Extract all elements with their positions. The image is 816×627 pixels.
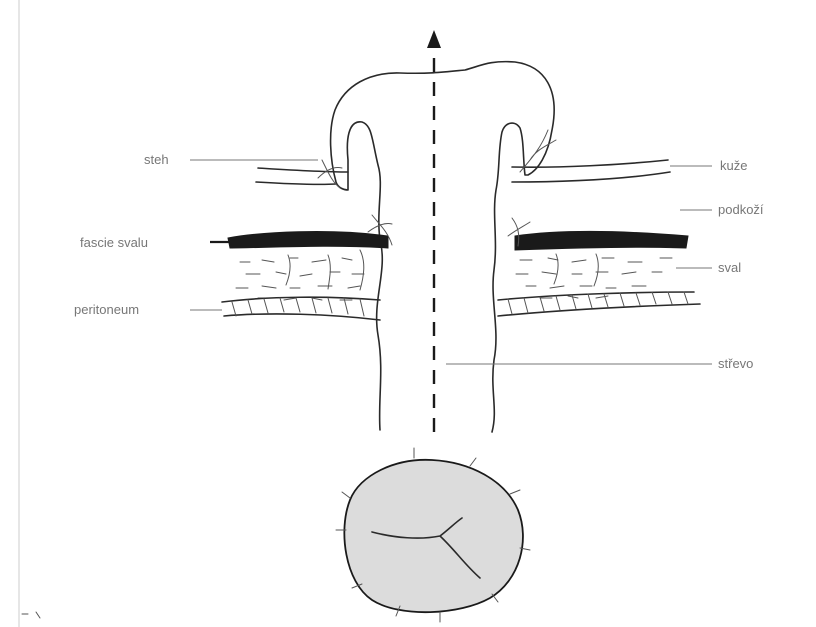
label-fascie-svalu: fascie svalu <box>80 235 148 250</box>
label-peritoneum: peritoneum <box>74 302 139 317</box>
corner-marks <box>22 612 40 618</box>
fascia-right <box>515 231 688 250</box>
skin-left <box>258 168 348 172</box>
muscle-right <box>516 254 672 298</box>
skin-right-lower <box>512 172 670 182</box>
label-streva: střevo <box>718 356 753 371</box>
skin-left-lower <box>256 182 336 184</box>
label-podkozi: podkoží <box>718 202 764 217</box>
peritoneum-left <box>222 297 380 320</box>
fascia-left <box>228 232 388 248</box>
stoma-top-view <box>344 460 523 612</box>
label-steh: steh <box>144 152 169 167</box>
muscle-left <box>236 250 364 300</box>
label-kuze: kuže <box>720 158 747 173</box>
peritoneum-right <box>498 292 700 316</box>
label-sval: sval <box>718 260 741 275</box>
skin-right-upper <box>512 160 668 167</box>
arrow-head-icon <box>427 30 441 48</box>
